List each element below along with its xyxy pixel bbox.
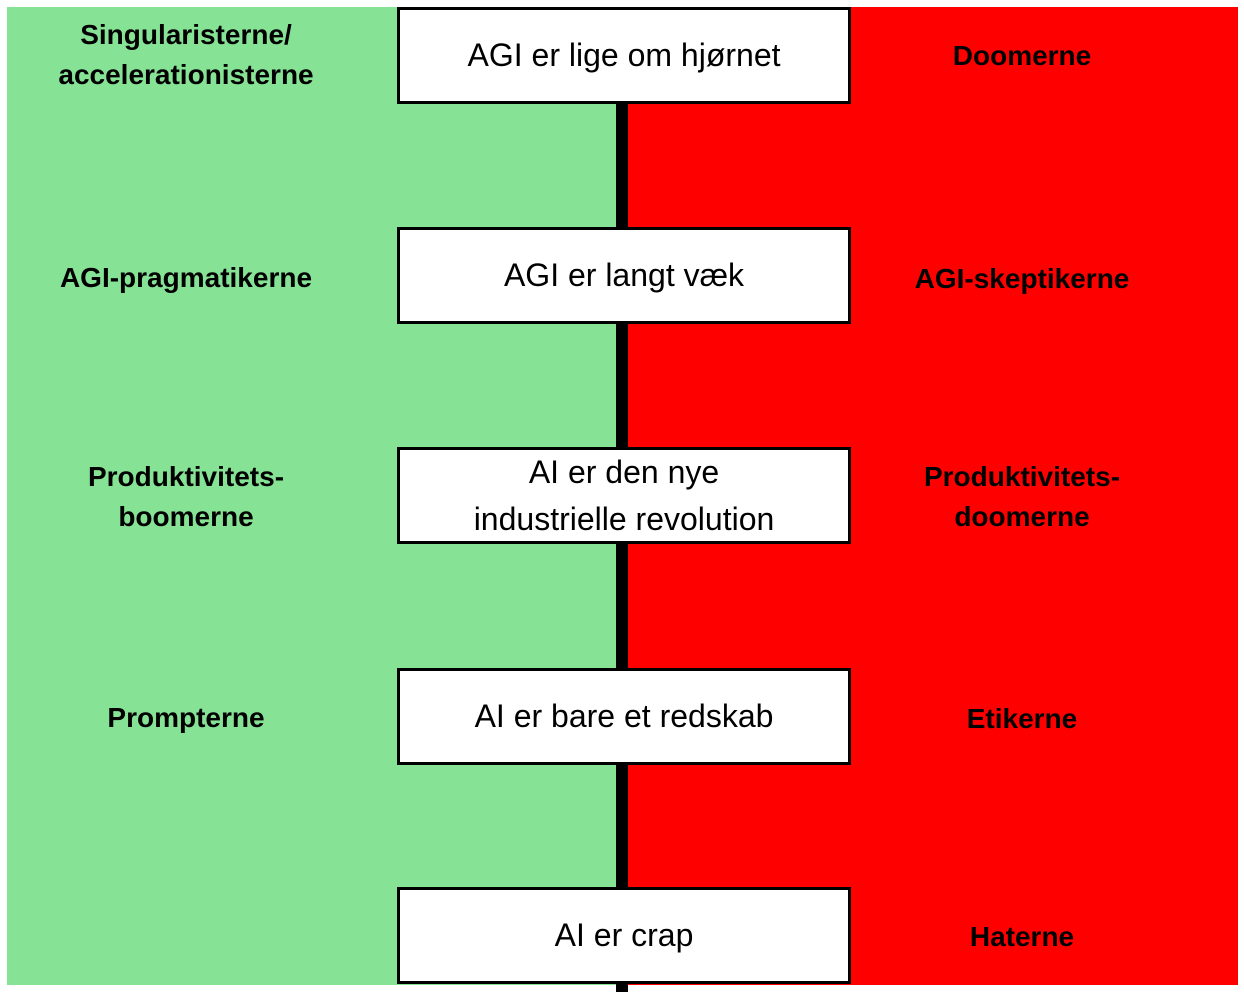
right-label-row-1: Doomerne xyxy=(952,40,1092,72)
statement-box-row-4: AI er bare et redskab xyxy=(397,668,851,765)
right-label-row-4: Etikerne xyxy=(966,703,1078,735)
statement-text-row-4: AI er bare et redskab xyxy=(474,698,774,735)
right-label-row-2: AGI-skeptikerne xyxy=(914,263,1130,295)
left-label-row-1: Singularisterne/ accelerationisterne xyxy=(58,19,314,90)
statement-box-row-5: AI er crap xyxy=(397,887,851,984)
statement-box-row-3: AI er den nye industrielle revolution xyxy=(397,447,851,544)
statement-box-row-1: AGI er lige om hjørnet xyxy=(397,7,851,104)
statement-box-row-2: AGI er langt væk xyxy=(397,227,851,324)
right-label-row-3: Produktivitets- doomerne xyxy=(923,461,1121,532)
left-label-row-4: Prompterne xyxy=(107,702,265,734)
statement-text-row-5: AI er crap xyxy=(554,917,694,954)
statement-text-row-3: AI er den nye industrielle revolution xyxy=(473,454,775,537)
left-label-row-3: Produktivitets- boomerne xyxy=(87,461,285,532)
statement-text-row-2: AGI er langt væk xyxy=(503,257,745,294)
right-label-row-5: Haterne xyxy=(969,921,1075,953)
statement-text-row-1: AGI er lige om hjørnet xyxy=(467,37,781,74)
left-label-row-2: AGI-pragmatikerne xyxy=(59,262,313,294)
